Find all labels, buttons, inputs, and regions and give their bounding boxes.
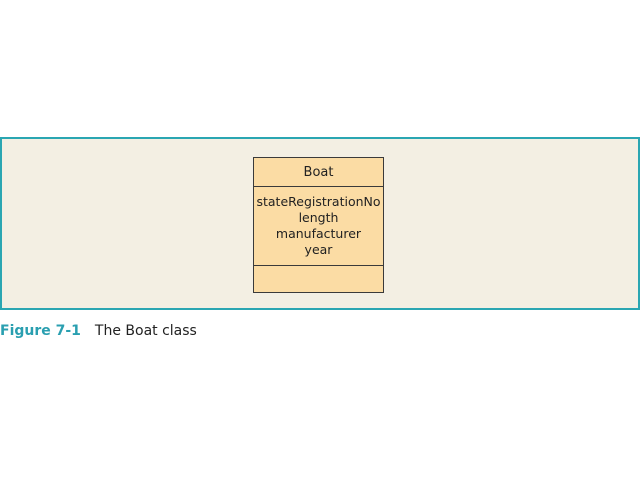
attributes-compartment: stateRegistrationNo length manufacturer …	[254, 187, 383, 266]
attribute-item: manufacturer	[275, 226, 362, 241]
operations-compartment	[254, 266, 383, 292]
uml-class-box: Boat stateRegistrationNo length manufact…	[253, 157, 384, 293]
figure-title: The Boat class	[94, 323, 197, 339]
attribute-item: stateRegistrationNo	[256, 194, 381, 209]
class-name-compartment: Boat	[254, 158, 383, 187]
figure-caption: Figure 7-1 The Boat class	[0, 323, 197, 339]
attribute-item: year	[304, 242, 333, 257]
figure-number: Figure 7-1	[0, 323, 81, 339]
class-name: Boat	[303, 164, 334, 180]
attribute-item: length	[298, 210, 339, 225]
